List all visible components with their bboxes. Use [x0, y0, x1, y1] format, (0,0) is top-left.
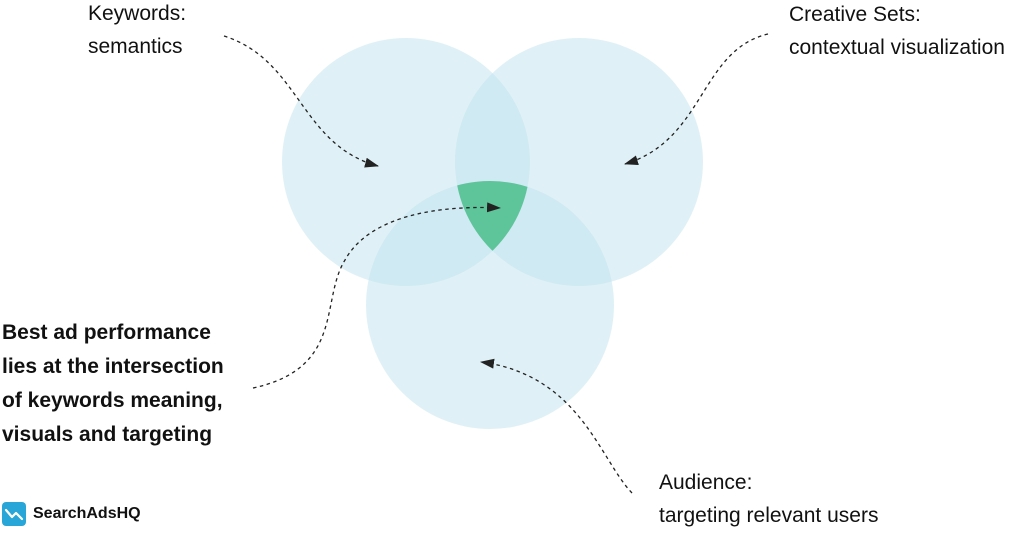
- best-performance-line: of keywords meaning,: [2, 389, 223, 412]
- keywords-label: Keywords: semantics: [88, 0, 186, 63]
- creative-sets-title: Creative Sets:: [789, 3, 921, 26]
- circle-audience: [366, 181, 614, 429]
- trend-line-icon: [2, 502, 26, 526]
- arrow-best-performance: [252, 202, 501, 389]
- best-performance-label: Best ad performance lies at the intersec…: [2, 316, 224, 452]
- arrows-group: [223, 33, 769, 494]
- creative-sets-subtitle: contextual visualization: [789, 36, 1005, 59]
- arrow-creative-sets: [624, 33, 769, 166]
- brand-logo: SearchAdsHQ: [2, 501, 141, 527]
- best-performance-line: visuals and targeting: [2, 423, 213, 446]
- keywords-subtitle: semantics: [88, 35, 183, 58]
- best-performance-line: Best ad performance: [2, 321, 211, 344]
- arrow-keywords: [223, 35, 379, 168]
- creative-sets-label: Creative Sets: contextual visualization: [789, 0, 1005, 64]
- audience-title: Audience:: [659, 471, 753, 494]
- audience-subtitle: targeting relevant users: [659, 504, 879, 527]
- circles-group: [282, 38, 703, 429]
- audience-label: Audience: targeting relevant users: [659, 466, 878, 532]
- best-performance-line: lies at the intersection: [2, 355, 224, 378]
- keywords-title: Keywords:: [88, 2, 187, 25]
- brand-name: SearchAdsHQ: [33, 505, 141, 522]
